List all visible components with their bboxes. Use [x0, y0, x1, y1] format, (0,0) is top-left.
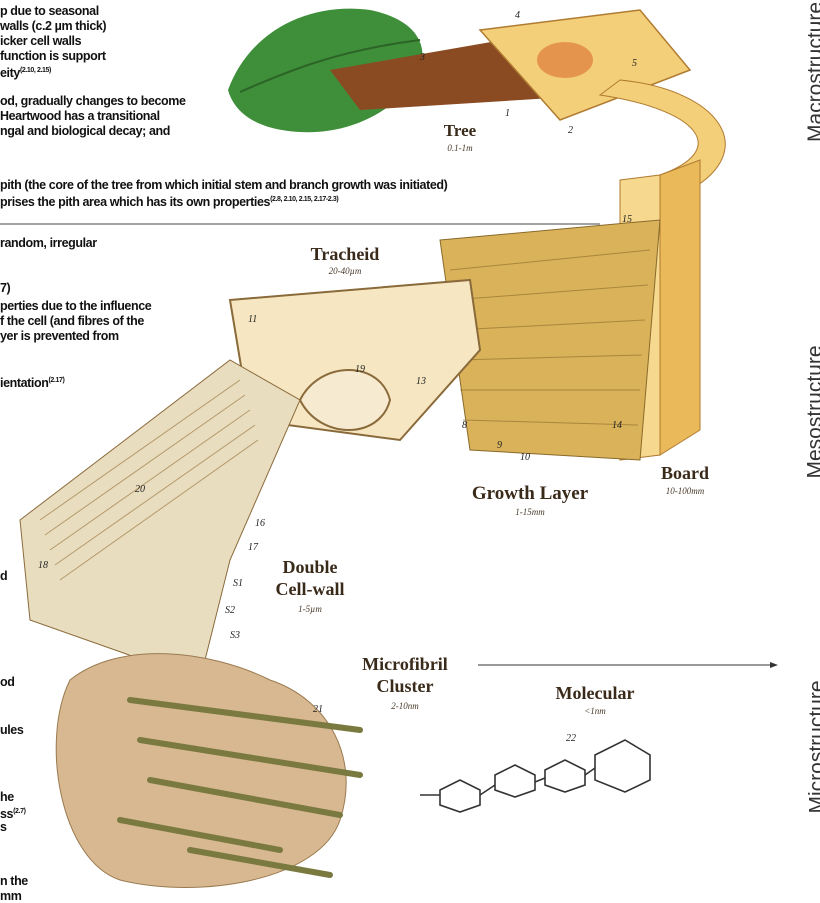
description-line-11: perties due to the influence — [0, 299, 151, 313]
pith-line-2: prises the pith area which has its own p… — [0, 193, 338, 209]
callout-14: 14 — [612, 420, 622, 431]
description-line-3: icker cell walls — [0, 34, 81, 48]
description-line-8: ngal and biological decay; and — [0, 124, 170, 138]
callout-S3: S3 — [230, 630, 240, 641]
board-caption: Board — [640, 464, 730, 483]
callout-22: 22 — [566, 733, 576, 744]
fragment-6: s — [0, 820, 7, 834]
microfibril-caption-1: Microfibril — [335, 655, 475, 674]
microfibril-scale: 2-10nm — [335, 701, 475, 711]
molecular-caption: Molecular — [530, 684, 660, 703]
fragment-1: d — [0, 569, 7, 583]
fragment-3: ules — [0, 723, 23, 737]
description-line-13: yer is prevented from — [0, 329, 119, 343]
pith-ring — [537, 42, 593, 78]
tree-caption: Tree — [420, 122, 500, 140]
growth-layer-scale: 1-15mm — [445, 507, 615, 517]
tracheid-scale: 20-40µm — [290, 266, 400, 276]
fragment-7: n the — [0, 874, 28, 888]
callout-4: 4 — [515, 10, 520, 21]
growth-layer-caption: Growth Layer — [445, 484, 615, 504]
macrostructure-label: Macrostructure — [804, 2, 820, 142]
description-line-7: Heartwood has a transitional — [0, 109, 160, 123]
tree-scale: 0.1-1m — [420, 143, 500, 153]
board-scale: 10-100mm — [640, 486, 730, 496]
callout-S2: S2 — [225, 605, 235, 616]
board — [660, 160, 700, 455]
callout-18: 18 — [38, 560, 48, 571]
double-cell-wall-scale: 1-5µm — [255, 604, 365, 614]
pith-line-1: pith (the core of the tree from which in… — [0, 178, 447, 192]
description-line-1: p due to seasonal — [0, 4, 99, 18]
callout-17: 17 — [248, 542, 258, 553]
fragment-8: mm — [0, 889, 21, 903]
mesostructure-label: Mesostructure — [803, 345, 820, 478]
callout-13: 13 — [416, 376, 426, 387]
description-line-2: walls (c.2 µm thick) — [0, 19, 106, 33]
callout-19: 19 — [355, 364, 365, 375]
callout-15: 15 — [622, 214, 632, 225]
fragment-2: od — [0, 675, 14, 689]
callout-11: 11 — [248, 314, 257, 325]
callout-S1: S1 — [233, 578, 243, 589]
callout-3: 3 — [420, 52, 425, 63]
callout-9: 9 — [497, 440, 502, 451]
callout-2: 2 — [568, 125, 573, 136]
description-line-9: random, irregular — [0, 236, 97, 250]
description-line-12: f the cell (and fibres of the — [0, 314, 144, 328]
microfibril-caption-2: Cluster — [335, 677, 475, 696]
callout-5: 5 — [632, 58, 637, 69]
callout-1: 1 — [505, 108, 510, 119]
molecular-chain — [420, 740, 650, 812]
fragment-5: ss(2.7) — [0, 805, 26, 821]
scale-arrow-head — [770, 662, 778, 668]
callout-10: 10 — [520, 452, 530, 463]
description-line-6: od, gradually changes to become — [0, 94, 186, 108]
callout-16: 16 — [255, 518, 265, 529]
description-line-5: eity(2.10, 2.15) — [0, 64, 51, 80]
callout-8: 8 — [462, 420, 467, 431]
fragment-4: he — [0, 790, 14, 804]
description-line-4: function is support — [0, 49, 106, 63]
molecular-scale: <1nm — [530, 706, 660, 716]
microstructure-label: Microstructure — [805, 680, 820, 813]
callout-20: 20 — [135, 484, 145, 495]
double-cell-wall-caption-2: Cell-wall — [255, 580, 365, 599]
description-line-10: 7) — [0, 281, 10, 295]
double-cell-wall-caption-1: Double — [255, 558, 365, 577]
description-line-14: ientation(2.17) — [0, 374, 64, 390]
tracheid-caption: Tracheid — [290, 245, 400, 264]
callout-21: 21 — [313, 704, 323, 715]
